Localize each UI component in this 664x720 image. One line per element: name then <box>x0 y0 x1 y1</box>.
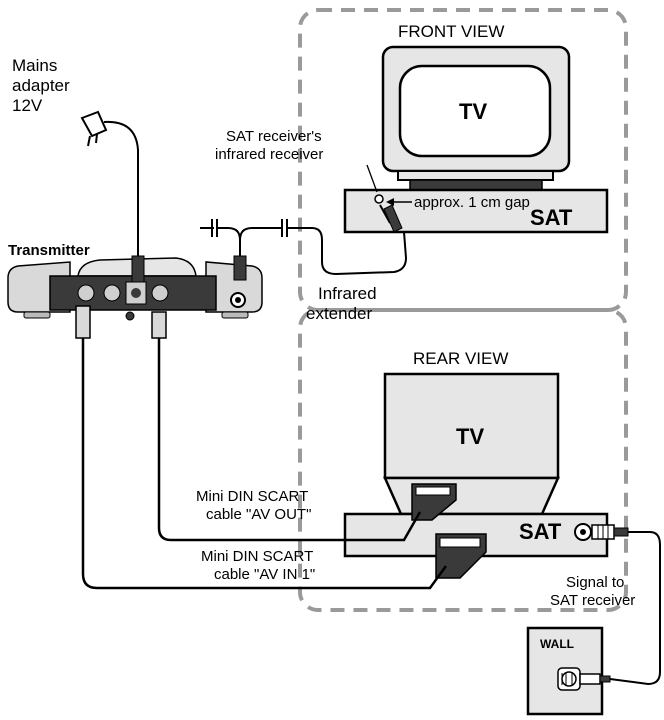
front-view-title: FRONT VIEW <box>398 22 505 41</box>
gap-arrow <box>386 198 412 206</box>
infrared-sensor <box>374 194 403 233</box>
ir-extender-label-2: extender <box>306 304 373 323</box>
rf-input-socket <box>574 523 629 541</box>
sat-rear-label: SAT <box>519 519 562 544</box>
sat-front-label: SAT <box>530 205 573 230</box>
wall-socket <box>526 626 611 716</box>
mains-adapter <box>80 110 108 147</box>
wall-label: WALL <box>540 637 574 651</box>
infrared-extender-cable <box>200 219 408 281</box>
front-view-box <box>298 8 628 312</box>
mains-voltage-label: 12V <box>12 96 43 115</box>
scart-plug-av-in <box>435 533 487 579</box>
mains-adapter-label: Mains <box>12 56 58 75</box>
signal-label-2: SAT receiver <box>550 592 636 609</box>
scart-plug-av-out <box>411 483 457 521</box>
tv-rear-label: TV <box>456 424 485 449</box>
rear-view-box <box>298 308 628 612</box>
gap-label: approx. 1 cm gap <box>414 194 530 211</box>
antenna-cable <box>609 531 661 686</box>
ir-receiver-label-1: SAT receiver's <box>226 128 322 145</box>
signal-label-1: Signal to <box>566 574 625 591</box>
ir-label-pointer <box>366 164 378 193</box>
av-out-label-2: cable "AV OUT" <box>206 506 312 523</box>
av-in-label-1: Mini DIN SCART <box>201 548 314 565</box>
rear-view-title: REAR VIEW <box>413 349 509 368</box>
rear-tv <box>383 372 560 516</box>
power-plug <box>131 255 145 283</box>
ir-extender-label-1: Infrared <box>318 284 377 303</box>
av-in-cable <box>75 305 448 590</box>
ir-receiver-label-2: infrared receiver <box>215 146 324 163</box>
mains-adapter-label-2: adapter <box>12 76 70 95</box>
power-cable <box>103 120 139 256</box>
av-in-label-2: cable "AV IN 1" <box>214 566 316 583</box>
transmitter-unit <box>7 257 263 321</box>
transmitter-label: Transmitter <box>8 242 90 259</box>
av-out-label-1: Mini DIN SCART <box>196 488 309 505</box>
av-out-cable <box>151 311 422 542</box>
tv-front-label: TV <box>459 99 488 124</box>
front-tv <box>381 45 571 191</box>
